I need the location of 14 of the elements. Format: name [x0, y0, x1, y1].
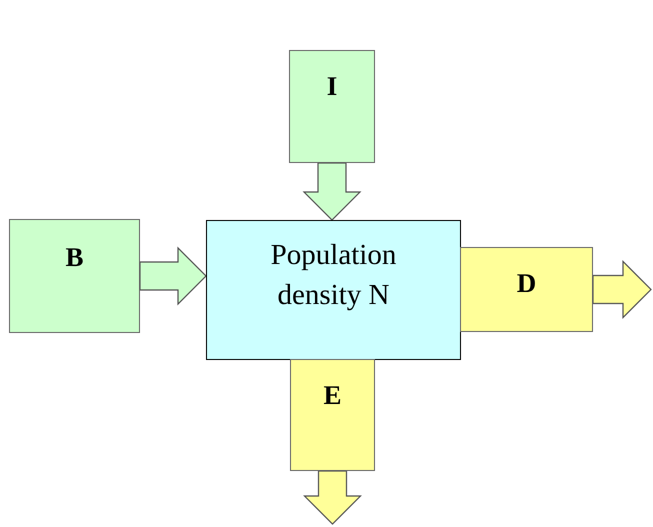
inflow-box	[289, 50, 375, 163]
block-arrow	[302, 162, 362, 221]
node-label: D	[516, 268, 536, 298]
node-label: Population density N	[270, 238, 398, 313]
outflow-box	[290, 359, 375, 471]
block-arrow	[303, 470, 362, 525]
outflow-box	[460, 247, 593, 332]
node-label: B	[65, 242, 84, 272]
block-arrow	[139, 246, 207, 306]
block-arrow	[592, 260, 652, 319]
inflow-box	[9, 219, 140, 333]
stock-box	[206, 220, 461, 360]
node-label: I	[326, 71, 338, 101]
node-label: E	[323, 380, 342, 410]
